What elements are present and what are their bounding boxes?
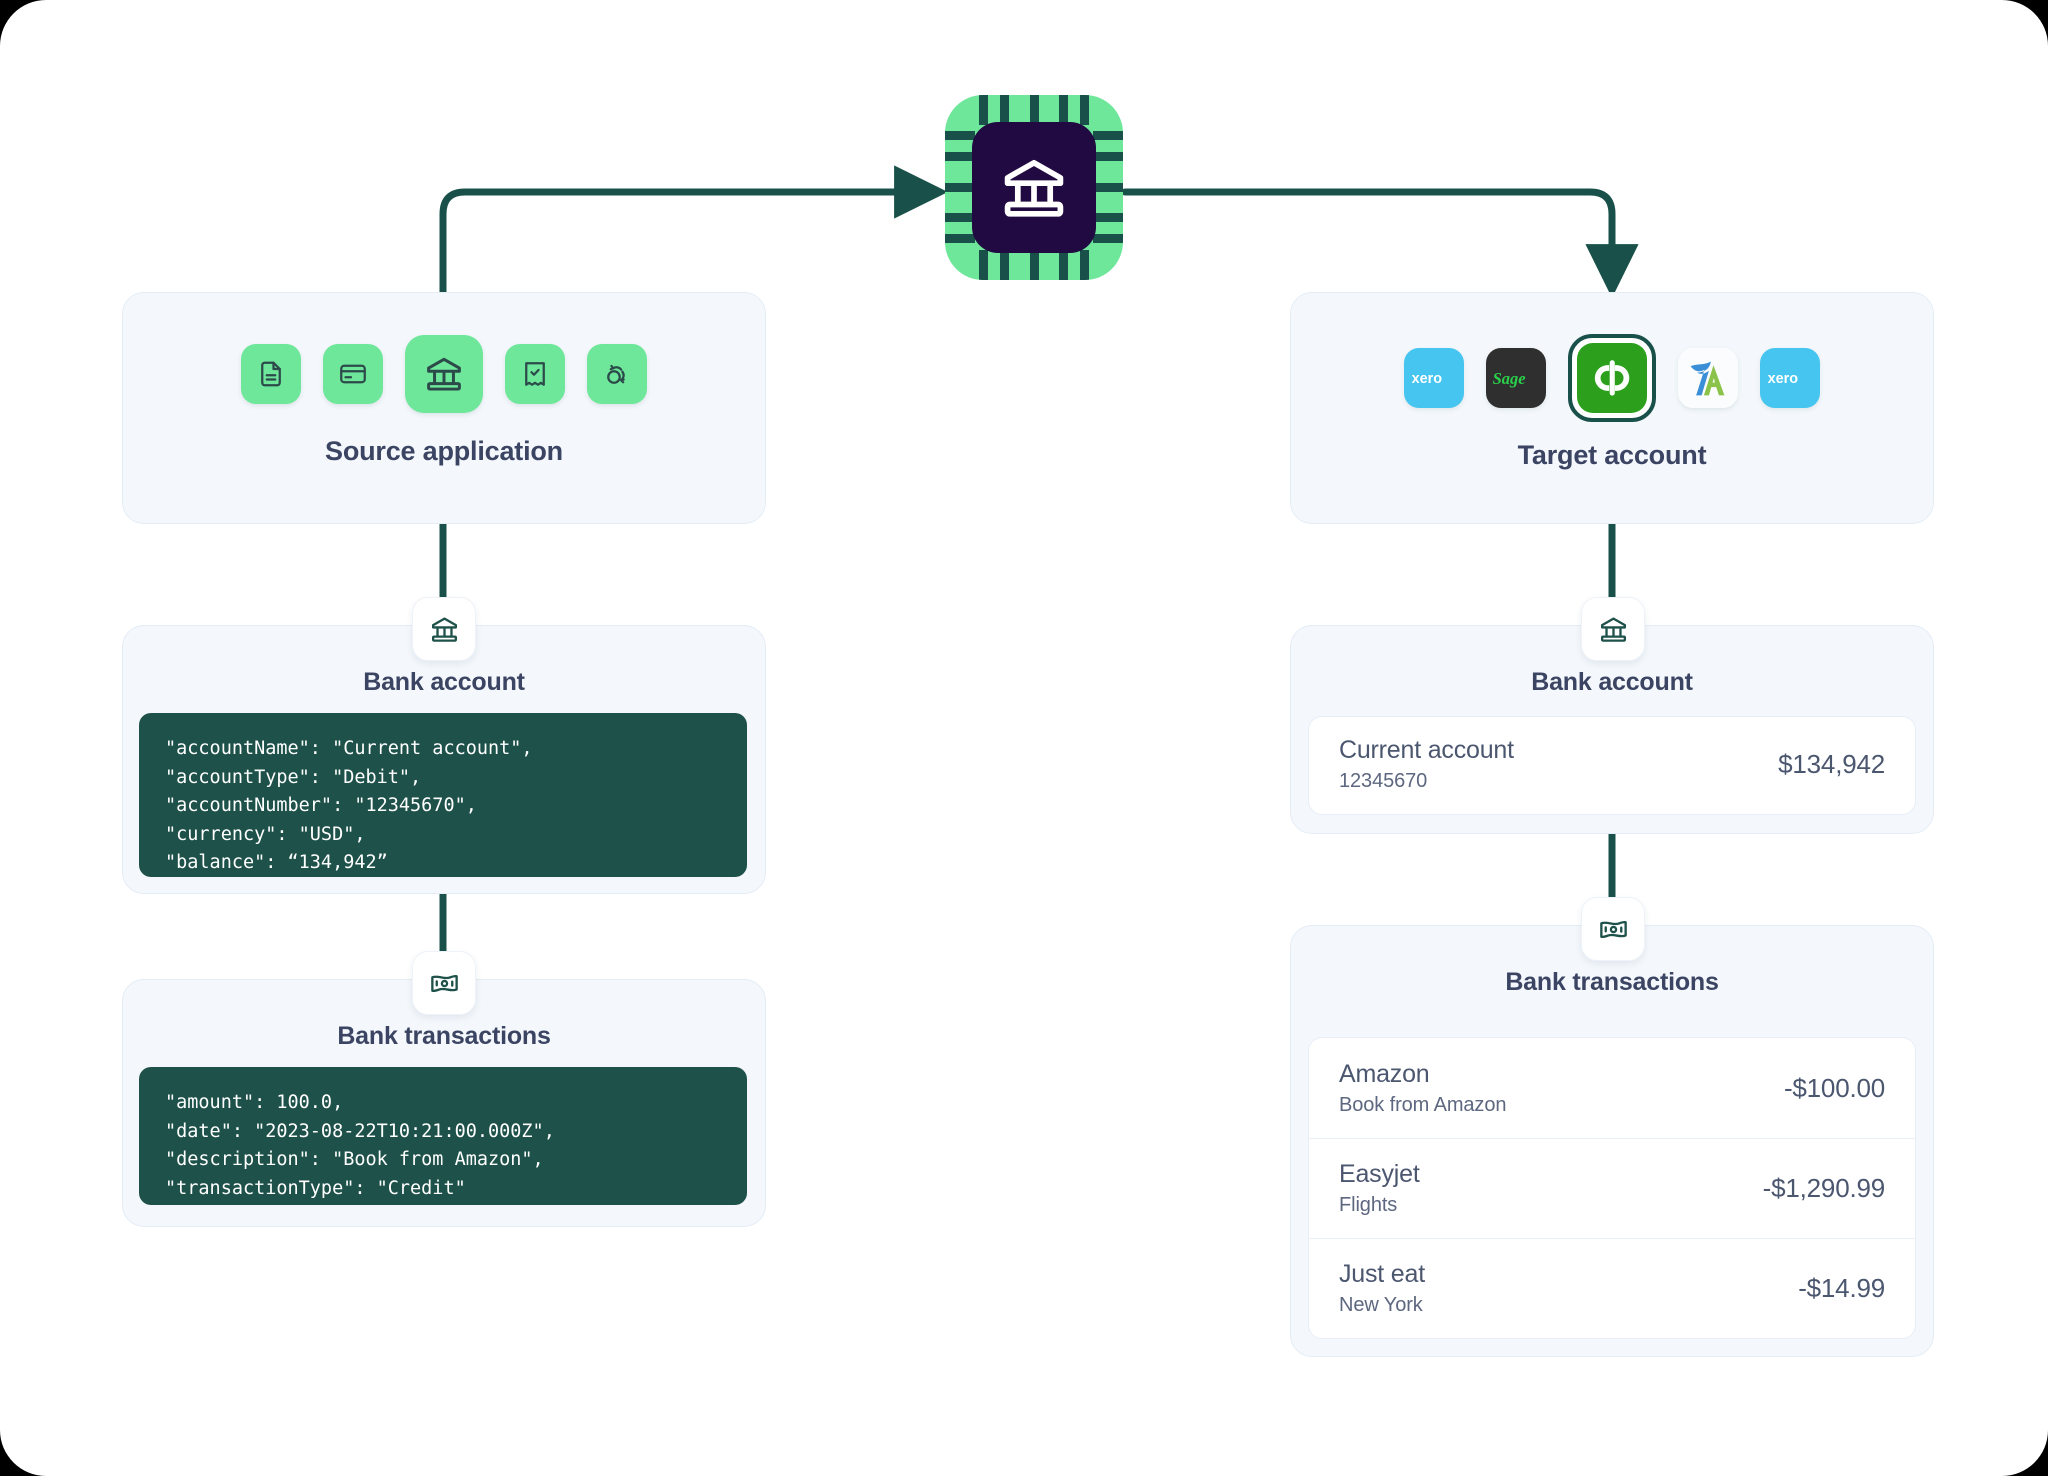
transaction-row[interactable]: Just eat New York -$14.99: [1309, 1238, 1915, 1338]
account-number: 12345670: [1339, 770, 1428, 792]
source-app-sync[interactable]: [587, 344, 647, 404]
transaction-name: Just eat: [1339, 1260, 1425, 1288]
source-bank-account-badge: [412, 597, 476, 661]
target-bank-account-badge: [1581, 597, 1645, 661]
transaction-name: Easyjet: [1339, 1160, 1420, 1188]
target-account-panel: xero Sage: [1290, 292, 1934, 524]
transaction-description: New York: [1339, 1294, 1423, 1316]
target-transactions-list: Amazon Book from Amazon -$100.00 Easyjet…: [1308, 1037, 1916, 1339]
target-app-xero-1[interactable]: xero: [1404, 348, 1464, 408]
transaction-name: Amazon: [1339, 1059, 1430, 1088]
credit-card-icon: [340, 364, 366, 384]
sync-icon: [607, 364, 625, 384]
target-bank-transactions-title: Bank transactions: [1505, 968, 1719, 996]
xero-logo: xero: [1768, 371, 1799, 387]
freeagent-logo: [1690, 361, 1725, 396]
bank-chip-icon: [945, 95, 1123, 280]
target-app-logos: xero Sage: [1291, 334, 1933, 422]
target-app-xero-2[interactable]: xero: [1760, 348, 1820, 408]
bank-icon: [1600, 616, 1626, 642]
source-bank-account-title: Bank account: [363, 668, 525, 696]
svg-text:xero: xero: [1412, 371, 1443, 387]
transaction-amount: -$14.99: [1798, 1273, 1885, 1303]
source-application-panel: Source application: [122, 292, 766, 524]
banknote-icon: [1599, 920, 1627, 938]
svg-text:xero: xero: [1768, 371, 1799, 387]
transaction-amount: -$100.00: [1783, 1072, 1885, 1103]
target-bank-account-title: Bank account: [1531, 668, 1693, 696]
banknote-icon: [430, 974, 458, 992]
quickbooks-logo: [1594, 360, 1630, 396]
transaction-description: Flights: [1339, 1194, 1398, 1216]
bank-icon: [431, 616, 457, 642]
source-bank-transactions-badge: [412, 951, 476, 1015]
source-app-bank[interactable]: [405, 335, 483, 413]
target-app-quickbooks[interactable]: [1568, 334, 1656, 422]
account-name: Current account: [1339, 736, 1514, 764]
bank-icon: [1004, 159, 1064, 217]
source-app-card[interactable]: [323, 344, 383, 404]
bank-icon: [427, 357, 461, 391]
account-balance: $134,942: [1778, 749, 1885, 779]
account-row[interactable]: Current account 12345670 $134,942: [1309, 717, 1915, 812]
transaction-amount: -$1,290.99: [1762, 1173, 1886, 1203]
document-icon: [261, 361, 281, 387]
source-panel-title: Source application: [325, 436, 563, 466]
source-app-icons: [123, 334, 765, 414]
target-bank-transactions-badge: [1581, 897, 1645, 961]
source-bank-transactions-code: "amount": 100.0, "date": "2023-08-22T10:…: [139, 1067, 747, 1205]
source-bank-account-code: "accountName": "Current account", "accou…: [139, 713, 747, 877]
chip-pins: [945, 95, 1123, 280]
xero-logo: xero: [1412, 371, 1443, 387]
source-app-invoice[interactable]: [241, 344, 301, 404]
svg-text:Sage: Sage: [1493, 369, 1526, 388]
chip-core: [972, 122, 1096, 253]
source-app-bill[interactable]: [505, 344, 565, 404]
transaction-row[interactable]: Amazon Book from Amazon -$100.00: [1309, 1038, 1915, 1138]
target-app-sage[interactable]: Sage: [1486, 348, 1546, 408]
transaction-row[interactable]: Easyjet Flights -$1,290.99: [1309, 1138, 1915, 1238]
receipt-check-icon: [525, 362, 545, 386]
sage-logo: Sage: [1493, 369, 1526, 388]
quickbooks-tile: [1577, 343, 1647, 413]
target-panel-title: Target account: [1517, 440, 1707, 470]
target-bank-account-list: Current account 12345670 $134,942: [1308, 716, 1916, 815]
target-app-freeagent[interactable]: [1678, 348, 1738, 408]
transaction-description: Book from Amazon: [1339, 1093, 1507, 1116]
source-bank-transactions-title: Bank transactions: [337, 1022, 551, 1050]
